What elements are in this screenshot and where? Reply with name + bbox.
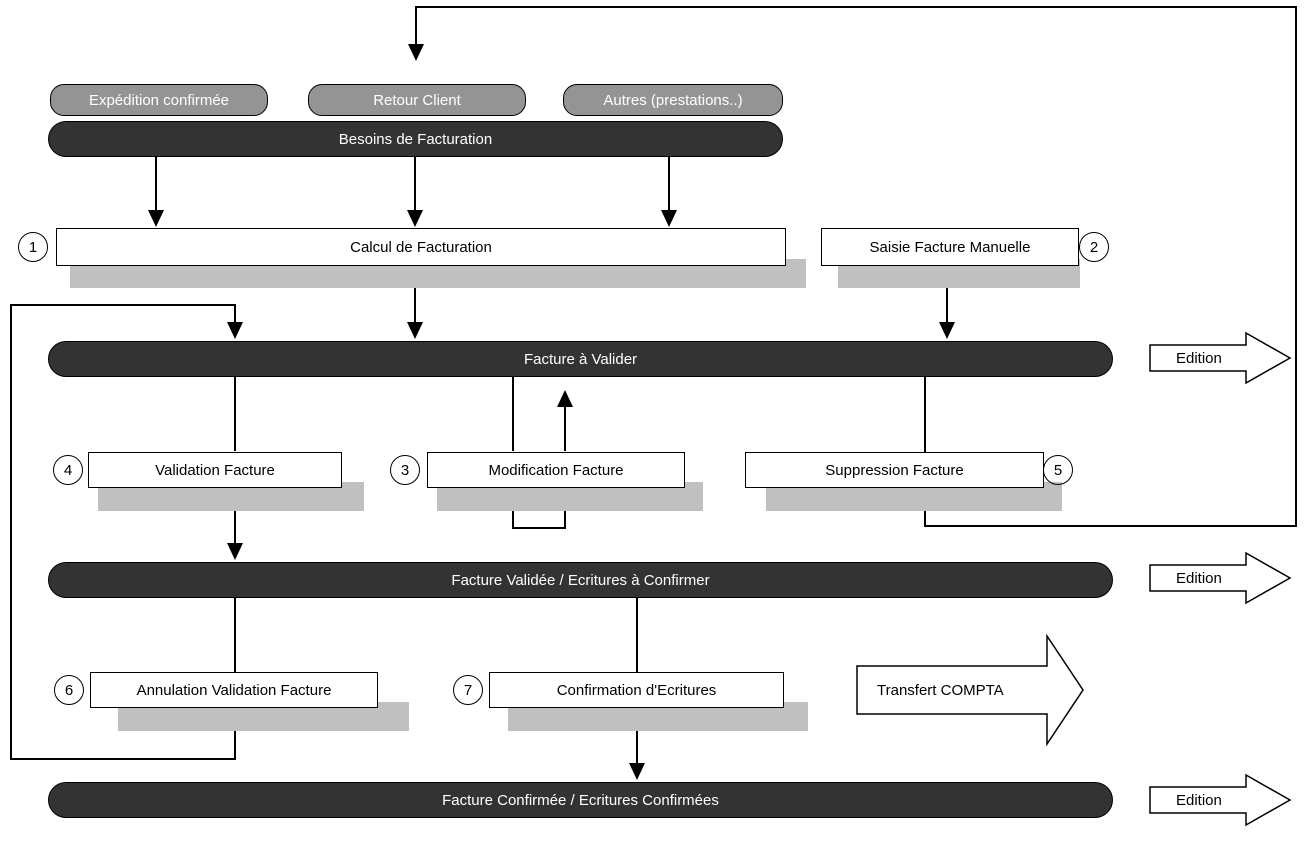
calcul-to-a-valider-line [414, 266, 416, 324]
besoins-to-calcul-line-center [414, 157, 416, 212]
output-transfert-compta[interactable]: Transfert COMPTA [855, 633, 1085, 747]
feedback-top-arrowhead [408, 44, 424, 61]
annulation-loop-left-vertical [10, 304, 12, 760]
state-facture-a-valider[interactable]: Facture à Valider [48, 341, 1113, 377]
state-label: Facture Validée / Ecritures à Confirmer [451, 571, 710, 589]
process-label: Suppression Facture [825, 461, 964, 479]
state-besoins-de-facturation[interactable]: Besoins de Facturation [48, 121, 783, 157]
validation-to-validee-line [234, 488, 236, 556]
modification-feedback-up-line [564, 394, 566, 451]
trigger-expedition-confirmee[interactable]: Expédition confirmée [50, 84, 268, 116]
process-label: Calcul de Facturation [350, 238, 492, 256]
annulation-loop-bottom-horizontal [10, 758, 236, 760]
output-edition-2[interactable]: Edition [1148, 551, 1292, 605]
process-number-label: 7 [463, 681, 473, 699]
process-number-label: 6 [64, 681, 74, 699]
state-label: Facture à Valider [523, 350, 638, 368]
process-label: Confirmation d'Ecritures [556, 681, 717, 699]
annulation-loop-entry-vertical [234, 304, 236, 326]
process-number-2: 2 [1079, 232, 1109, 262]
validee-to-confirmation-line [636, 598, 638, 672]
process-number-7: 7 [453, 675, 483, 705]
trigger-label: Retour Client [373, 91, 461, 109]
process-number-label: 1 [28, 238, 38, 256]
a-valider-to-modification-line [512, 377, 514, 451]
process-number-5: 5 [1043, 455, 1073, 485]
output-edition-1[interactable]: Edition [1148, 331, 1292, 385]
besoins-to-calcul-arrow-left [148, 210, 164, 227]
annulation-loop-down-vertical [234, 710, 236, 760]
annulation-loop-arrowhead [227, 322, 243, 339]
saisie-to-a-valider-line [946, 266, 948, 324]
modification-loop-bottom-horizontal [512, 527, 566, 529]
feedback-top-horizontal-line [415, 6, 1297, 8]
process-confirmation-ecritures[interactable]: Confirmation d'Ecritures [489, 672, 784, 708]
confirmation-to-confirmee-arrow [629, 763, 645, 780]
calcul-to-a-valider-arrow [407, 322, 423, 339]
validation-to-validee-arrow [227, 543, 243, 560]
besoins-to-calcul-arrow-right [661, 210, 677, 227]
process-number-3: 3 [390, 455, 420, 485]
process-modification-facture[interactable]: Modification Facture [427, 452, 685, 488]
besoins-to-calcul-line-left [155, 157, 157, 212]
process-saisie-facture-manuelle[interactable]: Saisie Facture Manuelle [821, 228, 1079, 266]
process-label: Saisie Facture Manuelle [869, 238, 1031, 256]
state-facture-confirmee[interactable]: Facture Confirmée / Ecritures Confirmées [48, 782, 1113, 818]
besoins-to-calcul-arrow-center [407, 210, 423, 227]
trigger-label: Autres (prestations..) [603, 91, 743, 109]
process-annulation-validation-facture[interactable]: Annulation Validation Facture [90, 672, 378, 708]
trigger-retour-client[interactable]: Retour Client [308, 84, 526, 116]
process-number-label: 5 [1053, 461, 1063, 479]
process-number-1: 1 [18, 232, 48, 262]
state-facture-validee[interactable]: Facture Validée / Ecritures à Confirmer [48, 562, 1113, 598]
a-valider-to-suppression-line [924, 377, 926, 451]
trigger-label: Expédition confirmée [88, 91, 230, 109]
process-label: Modification Facture [488, 461, 624, 479]
process-number-label: 3 [400, 461, 410, 479]
state-label: Facture Confirmée / Ecritures Confirmées [442, 791, 719, 809]
validee-to-annulation-line [234, 598, 236, 672]
feedback-top-drop-line [415, 6, 417, 46]
process-number-6: 6 [54, 675, 84, 705]
process-number-label: 4 [63, 461, 73, 479]
saisie-to-a-valider-arrow [939, 322, 955, 339]
trigger-autres-prestations[interactable]: Autres (prestations..) [563, 84, 783, 116]
modification-feedback-arrowhead [557, 390, 573, 407]
a-valider-to-validation-line [234, 377, 236, 451]
process-suppression-facture[interactable]: Suppression Facture [745, 452, 1044, 488]
process-number-label: 2 [1089, 238, 1099, 256]
process-label: Annulation Validation Facture [136, 681, 332, 699]
besoins-to-calcul-line-right [668, 157, 670, 212]
output-edition-3[interactable]: Edition [1148, 773, 1292, 827]
process-validation-facture[interactable]: Validation Facture [88, 452, 342, 488]
confirmation-to-confirmee-line [636, 708, 638, 776]
feedback-right-vertical-line [1295, 6, 1297, 527]
process-number-4: 4 [53, 455, 83, 485]
feedback-suppression-horizontal-line [924, 525, 1297, 527]
annulation-loop-top-horizontal [10, 304, 236, 306]
process-calcul-de-facturation[interactable]: Calcul de Facturation [56, 228, 786, 266]
process-label: Validation Facture [155, 461, 275, 479]
state-label: Besoins de Facturation [338, 130, 493, 148]
